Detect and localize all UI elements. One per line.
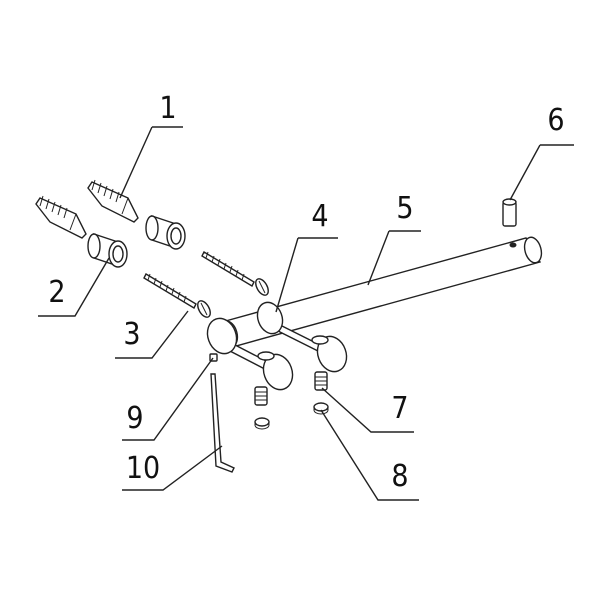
callout-10: 10 bbox=[126, 451, 160, 486]
set-screw-right bbox=[314, 371, 328, 391]
callout-4: 4 bbox=[311, 199, 328, 234]
wall-anchor-lower bbox=[35, 195, 87, 239]
spacer-lower bbox=[87, 233, 128, 268]
leader-lines bbox=[38, 126, 574, 501]
callout-1: 1 bbox=[159, 91, 176, 126]
set-screw-left bbox=[254, 386, 268, 406]
screw-lower bbox=[143, 273, 211, 318]
callout-9: 9 bbox=[126, 401, 143, 436]
callout-6: 6 bbox=[547, 103, 564, 138]
wall-mount-post-left bbox=[206, 317, 294, 391]
hex-key bbox=[210, 373, 235, 473]
screw-upper bbox=[201, 251, 269, 296]
end-plug bbox=[502, 198, 517, 227]
cap-cover-left bbox=[254, 417, 270, 430]
callout-3: 3 bbox=[123, 317, 140, 352]
spacer-upper bbox=[145, 215, 186, 250]
wall-anchor-upper bbox=[87, 179, 139, 223]
callout-5: 5 bbox=[396, 191, 413, 226]
callout-2: 2 bbox=[48, 275, 65, 310]
cap-cover-right bbox=[313, 402, 329, 415]
callout-7: 7 bbox=[391, 391, 408, 426]
callout-8: 8 bbox=[391, 459, 408, 494]
wall-mount-post-right bbox=[256, 301, 348, 373]
